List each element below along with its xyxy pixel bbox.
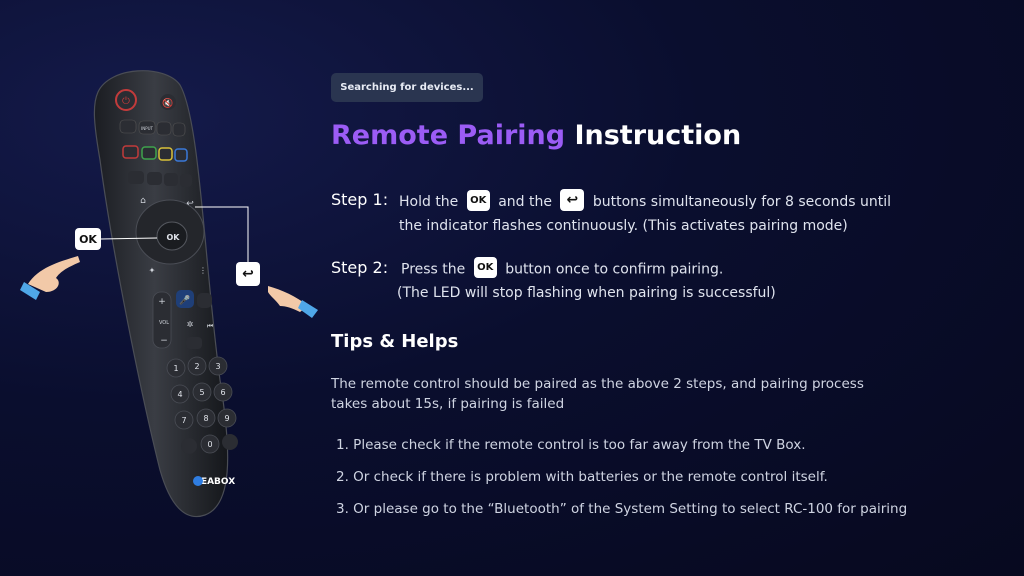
step1-text-a: Hold the [399,194,459,210]
tips-intro: The remote control should be paired as t… [331,376,864,412]
step1-line1: Hold the OK and the ↩ buttons simultaneo… [399,189,892,213]
keypad-delete-key[interactable] [222,434,238,450]
keypad-key-label: 1 [173,364,178,373]
vol-up-small-button[interactable] [172,122,186,137]
menu-icon[interactable]: ⋮ [199,266,207,275]
step2-label: Step 2: [331,258,389,277]
keypad-key-9[interactable] [217,408,237,428]
keypad-key-label: 3 [215,362,220,371]
step1-text-b: and the [498,194,552,210]
input-label: INPUT [141,126,154,131]
tip-item: 1. Please check if the remote control is… [336,437,806,453]
forward-button[interactable] [180,174,192,187]
keypad-key-label: 6 [220,388,225,397]
keypad-key-2[interactable] [187,356,207,376]
keypad-key-7[interactable] [174,410,194,430]
step1-text-c: buttons simultaneously for 8 seconds unt… [592,194,892,210]
step2-line1: Press the OK button once to confirm pair… [401,257,724,280]
keypad-key-label: 7 [181,416,186,425]
keypad-key-4[interactable] [170,384,190,404]
ok-key-icon: OK [466,189,490,211]
page-title: Remote Pairing Instruction [331,120,741,151]
back-callout-line [195,206,249,262]
brand-logo-mark [193,476,203,486]
netflix-style-icon[interactable]: ✲ [187,320,194,329]
yellow-key[interactable] [158,147,173,161]
red-key[interactable] [122,145,139,159]
status-badge: Searching for devices... [331,73,483,102]
step1-line2: the indicator flashes continuously. (Thi… [399,218,848,234]
keypad-key-0[interactable] [200,434,220,454]
svg-text:+: + [158,297,166,307]
keypad-key-label: 8 [203,414,208,423]
keypad-key-label: 2 [194,362,199,371]
keypad-key-label: 0 [207,440,212,449]
keypad-key-label: 4 [177,390,182,399]
pointing-hand-icon [268,286,318,318]
svg-text:−: − [160,336,168,346]
skip-button[interactable] [197,293,212,308]
rewind-button[interactable] [164,173,178,186]
remote-illustration: ⏻ 🔇 INPUT OK ⌂ ↩ ✦ ⋮ + VOL − 🎤 [20,70,318,518]
play-pause-button[interactable] [128,171,144,184]
page-title-rest: Instruction [574,120,742,151]
green-key[interactable] [141,146,157,160]
tip-item: 2. Or check if there is problem with bat… [336,469,828,485]
blue-key[interactable] [174,148,188,162]
ok-callout-key: OK [75,228,101,250]
svg-text:🎤: 🎤 [179,294,190,306]
power-icon[interactable] [115,89,137,111]
stop-button[interactable] [147,172,162,185]
keypad-key-5[interactable] [192,382,212,402]
keypad-key-6[interactable] [213,382,233,402]
back-icon[interactable]: ↩ [186,199,194,209]
back-key-icon: ↩ [560,189,585,211]
tips-heading: Tips & Helps [331,331,459,352]
brand-logo: FEABOX [195,477,235,487]
number-keypad: 1 2 3 4 5 6 7 8 9 0 [166,356,238,454]
keypad-dot-key[interactable] [181,438,197,454]
pointing-hand-icon [20,256,80,300]
prev-icon[interactable]: ⏮ [207,322,213,330]
keypad-key-8[interactable] [196,408,216,428]
list-button[interactable] [186,337,202,349]
vol-label: VOL [159,320,169,326]
keypad-key-label: 9 [224,414,229,423]
step2-text-b: button once to confirm pairing. [505,261,724,278]
tv-power-button[interactable] [119,119,137,134]
svg-text:🔇: 🔇 [162,97,173,109]
step2-text-a: Press the [401,261,466,278]
keypad-key-label: 5 [199,388,204,397]
keypad-key-3[interactable] [208,356,228,376]
svg-text:⏻: ⏻ [122,96,130,107]
ok-key-icon: OK [473,257,497,278]
vol-down-small-button[interactable] [156,121,172,136]
page-title-accent: Remote Pairing [331,120,566,151]
microphone-icon[interactable] [176,290,194,308]
ok-callout-line [100,237,158,240]
input-button[interactable] [138,120,156,135]
settings-icon[interactable]: ✦ [149,266,156,275]
mute-icon[interactable] [160,94,176,110]
step2-line2: (The LED will stop flashing when pairing… [397,285,776,301]
step1-label: Step 1: [331,190,389,209]
back-callout-key: ↩ [236,262,260,286]
volume-rocker[interactable] [152,291,172,349]
ok-button[interactable] [156,221,188,251]
ok-button-label: OK [167,233,181,242]
keypad-key-1[interactable] [166,358,186,378]
home-icon[interactable]: ⌂ [140,196,146,206]
tip-item: 3. Or please go to the “Bluetooth” of th… [336,501,908,517]
